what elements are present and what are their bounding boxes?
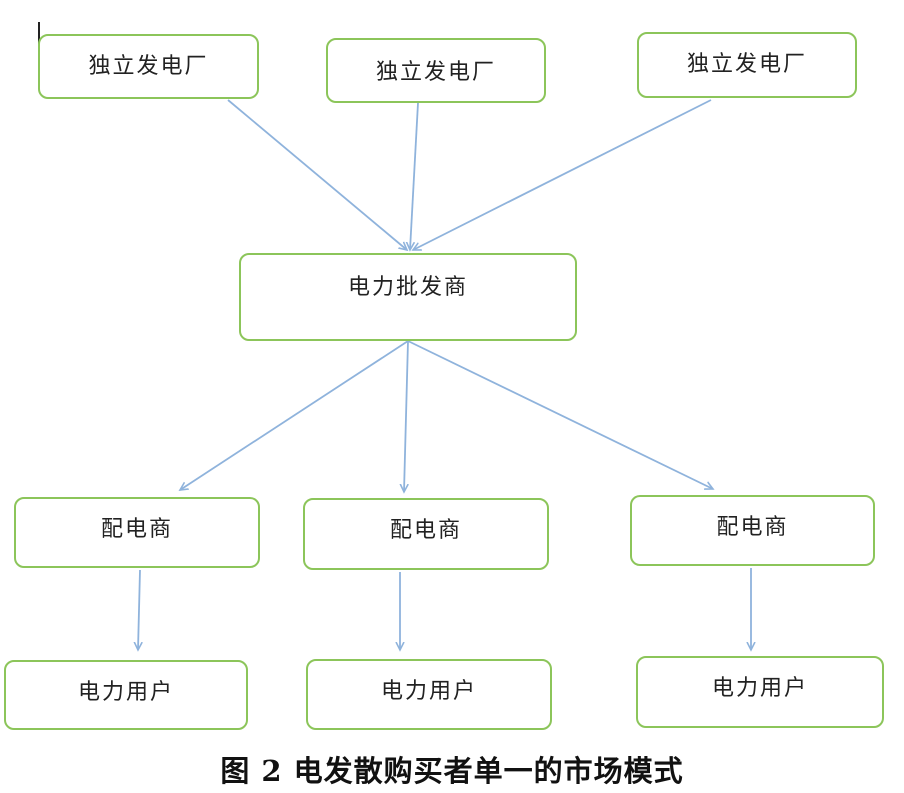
generator-label-3: 独立发电厂	[686, 52, 807, 77]
generator-label-1: 独立发电厂	[88, 54, 209, 79]
distributor-label-1: 配电商	[100, 517, 173, 542]
generator-node-1: 独立发电厂	[38, 34, 259, 99]
distributor-label-3: 配电商	[716, 515, 789, 540]
arrow-gen3-to-wholesaler	[413, 99, 712, 250]
wholesaler-node: 电力批发商	[239, 253, 577, 341]
distributor-node-3: 配电商	[630, 495, 875, 566]
figure-caption: 图 2 电发散购买者单一的市场模式	[220, 754, 684, 788]
distributor-node-1: 配电商	[14, 497, 260, 568]
consumer-node-1: 电力用户	[4, 660, 248, 730]
arrow-wholesaler-to-dist2	[404, 340, 408, 492]
consumer-node-2: 电力用户	[306, 659, 552, 730]
arrow-gen2-to-wholesaler	[410, 102, 419, 250]
text-cursor-mark	[38, 22, 40, 44]
arrow-gen1-to-wholesaler	[227, 99, 407, 250]
generator-node-3: 独立发电厂	[637, 32, 857, 98]
arrow-dist1-to-consumer1	[138, 569, 140, 650]
generator-node-2: 独立发电厂	[326, 38, 546, 103]
consumer-label-3: 电力用户	[711, 676, 808, 701]
consumer-label-2: 电力用户	[380, 679, 477, 704]
distributor-node-2: 配电商	[303, 498, 549, 570]
arrow-wholesaler-to-dist3	[407, 340, 713, 489]
generator-label-2: 独立发电厂	[375, 60, 496, 85]
arrow-wholesaler-to-dist1	[180, 340, 409, 490]
consumer-node-3: 电力用户	[636, 656, 884, 728]
distributor-label-2: 配电商	[389, 518, 462, 543]
wholesaler-label: 电力批发商	[347, 275, 468, 300]
consumer-label-1: 电力用户	[77, 680, 174, 705]
